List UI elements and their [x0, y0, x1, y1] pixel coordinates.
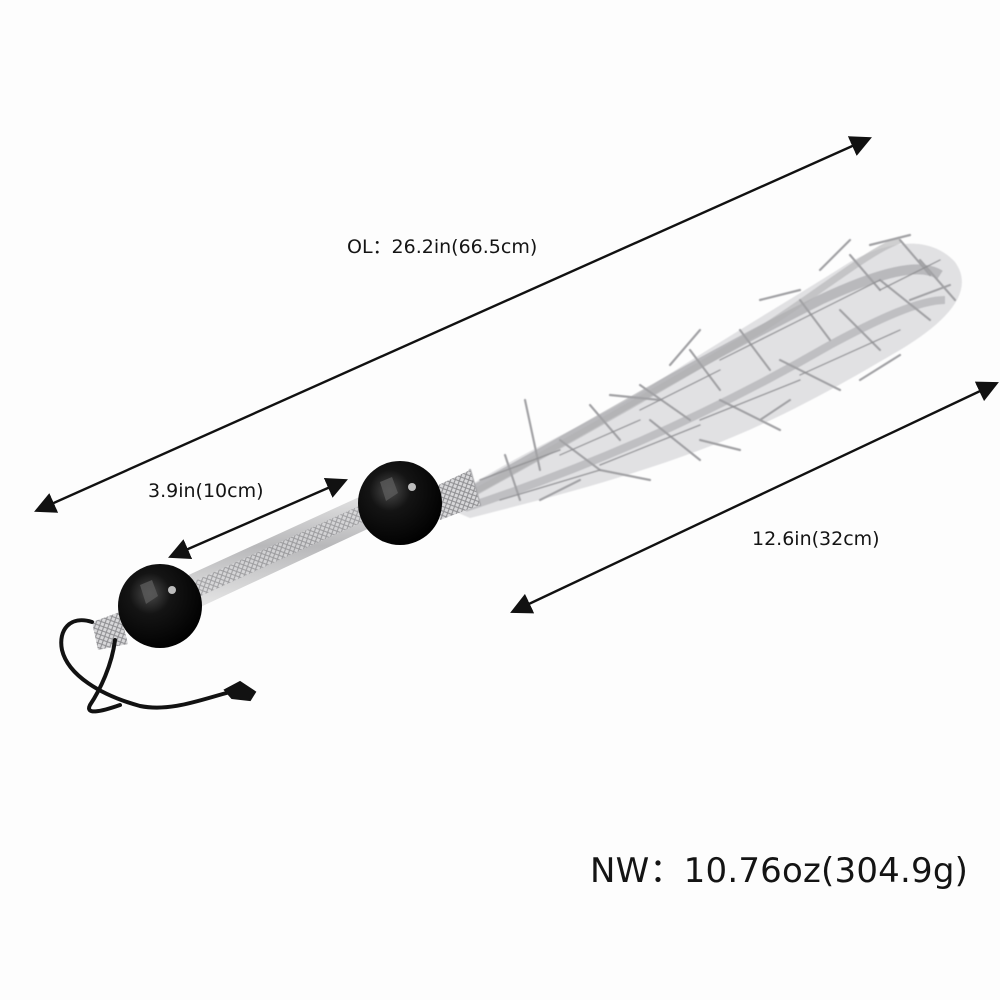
- overall-length-arrow: [34, 136, 872, 513]
- net-weight-label: NW：10.76oz(304.9g): [590, 851, 969, 891]
- bottom-ball: [118, 564, 202, 648]
- top-ball: [358, 461, 442, 545]
- wrist-cord-loop: [59, 618, 257, 714]
- handle-length-label: 3.9in(10cm): [148, 480, 264, 502]
- spiked-chain-lash: [440, 233, 962, 519]
- handle-mesh-tube: [182, 482, 404, 610]
- handle-length-arrow: [168, 478, 348, 559]
- lash-length-arrow: [510, 381, 999, 614]
- lash-length-label: 12.6in(32cm): [752, 528, 880, 550]
- bottom-chain-tuft: [92, 612, 128, 650]
- overall-length-label: OL：26.2in(66.5cm): [347, 236, 538, 258]
- upper-chain-collar: [432, 470, 480, 520]
